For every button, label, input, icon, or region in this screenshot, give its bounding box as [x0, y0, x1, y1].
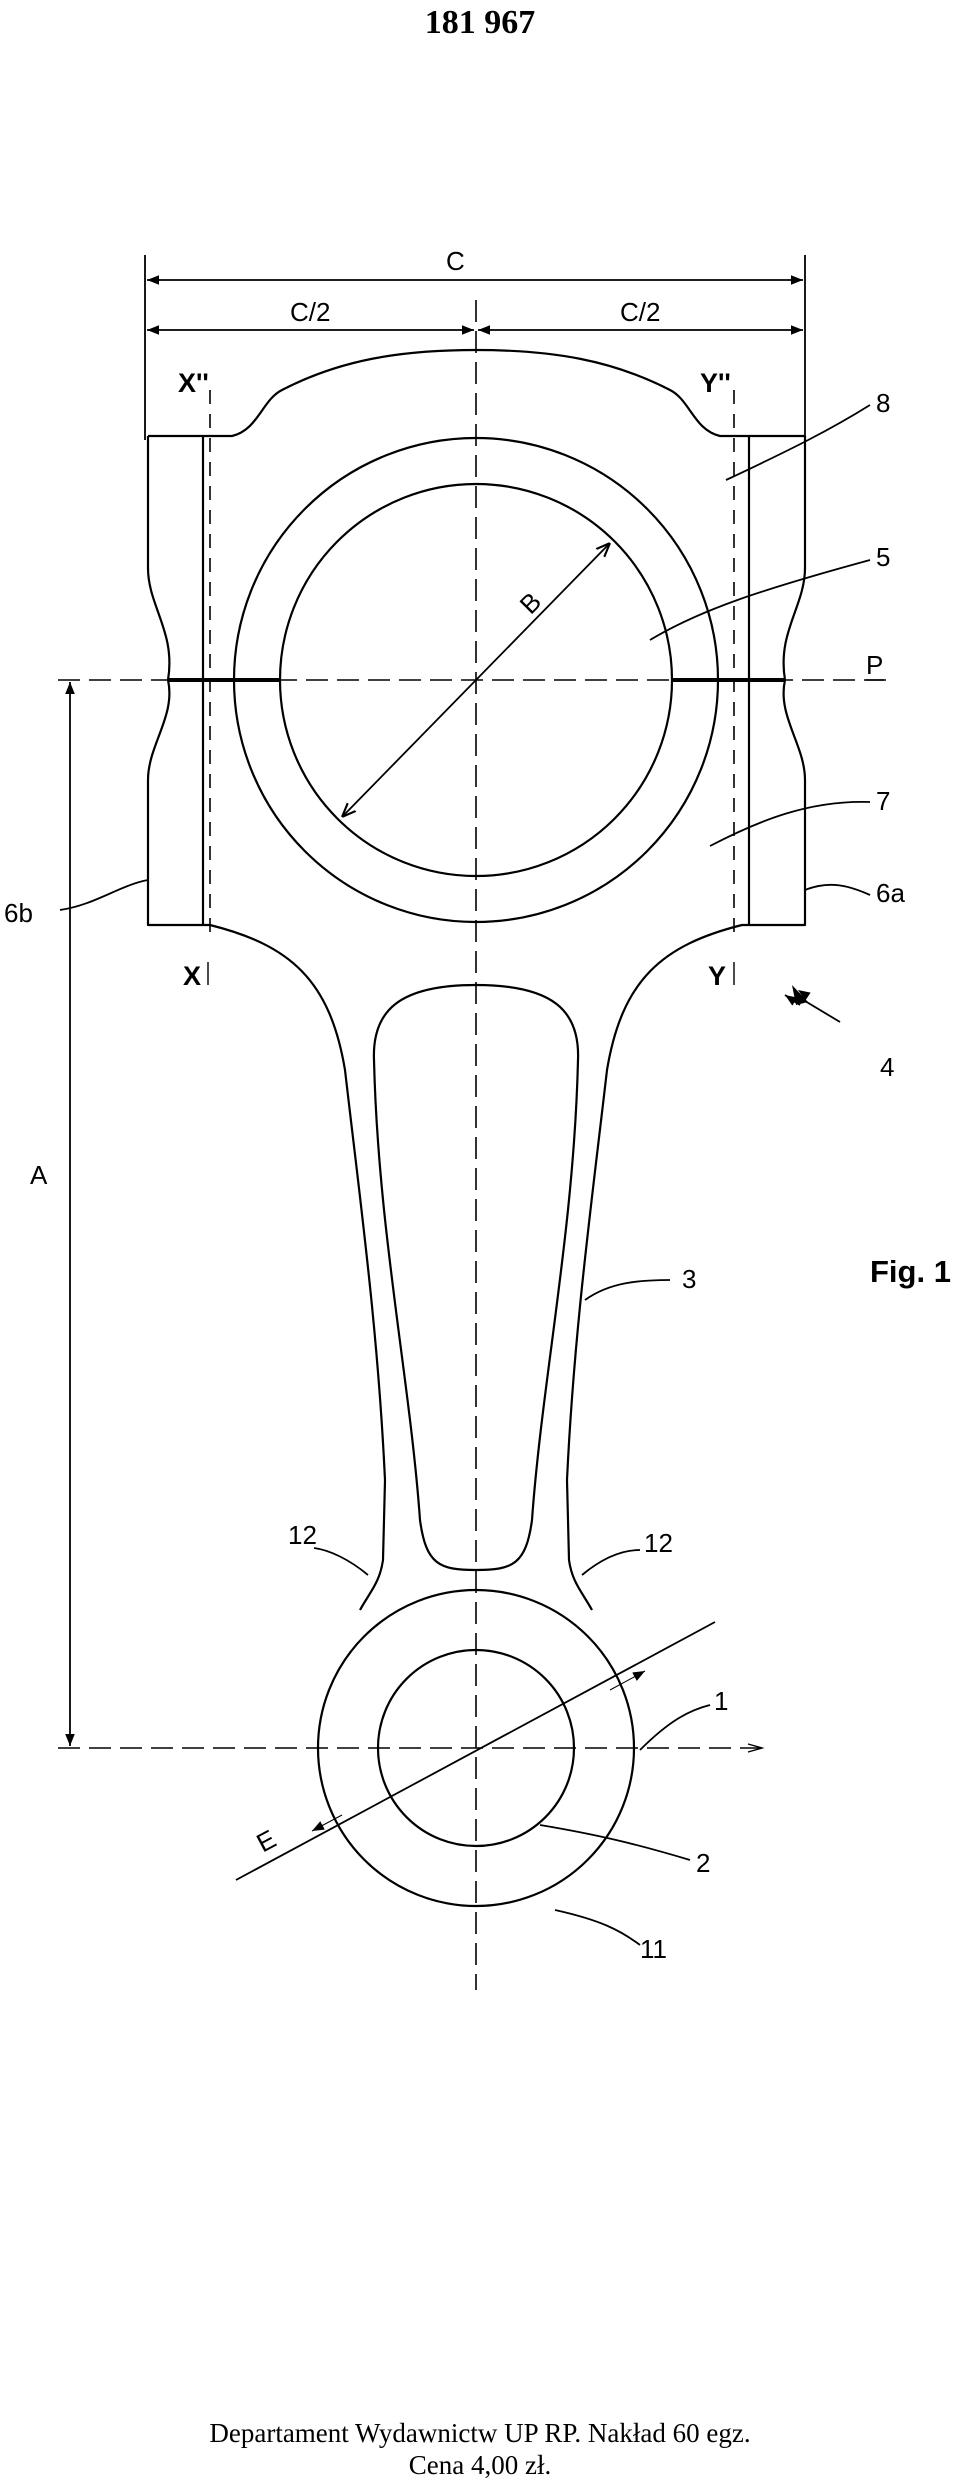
label-ref-4: 4	[880, 1052, 894, 1082]
label-A: A	[30, 1160, 48, 1190]
page-number: 181 967	[424, 4, 536, 41]
label-ref-12-left: 12	[288, 1520, 317, 1550]
label-ref-8: 8	[876, 388, 890, 418]
label-ref-2: 2	[696, 1848, 710, 1878]
label-B: B	[514, 586, 547, 619]
footer-price-line: Cena 4,00 zł.	[408, 2450, 552, 2480]
label-ref-7: 7	[876, 786, 890, 816]
label-X-bottom: X	[183, 961, 201, 991]
figure-caption: Fig. 1	[870, 1254, 951, 1289]
label-P: P	[866, 650, 883, 680]
label-C2-left: C/2	[290, 297, 330, 327]
label-ref-12-right: 12	[644, 1528, 673, 1558]
label-E: E	[251, 1823, 280, 1858]
big-end-outline	[146, 436, 387, 1611]
label-ref-1: 1	[714, 1686, 728, 1716]
label-C: C	[446, 246, 465, 276]
footer-publisher-line: Departament Wydawnictw UP RP. Nakład 60 …	[209, 2418, 751, 2448]
label-Y-bottom: Y	[708, 961, 726, 991]
web-window	[372, 983, 580, 1572]
label-X-top: X''	[178, 368, 209, 398]
big-end-outline-right	[565, 436, 807, 1611]
label-C2-right: C/2	[620, 297, 660, 327]
label-Y-top: Y''	[700, 368, 731, 398]
section-line-E	[235, 1621, 716, 1881]
label-ref-6a: 6a	[876, 878, 905, 908]
label-ref-5: 5	[876, 542, 890, 572]
label-ref-3: 3	[682, 1264, 696, 1294]
label-ref-11: 11	[640, 1934, 667, 1964]
label-ref-6b: 6b	[4, 898, 33, 928]
dimension-B	[342, 543, 610, 817]
